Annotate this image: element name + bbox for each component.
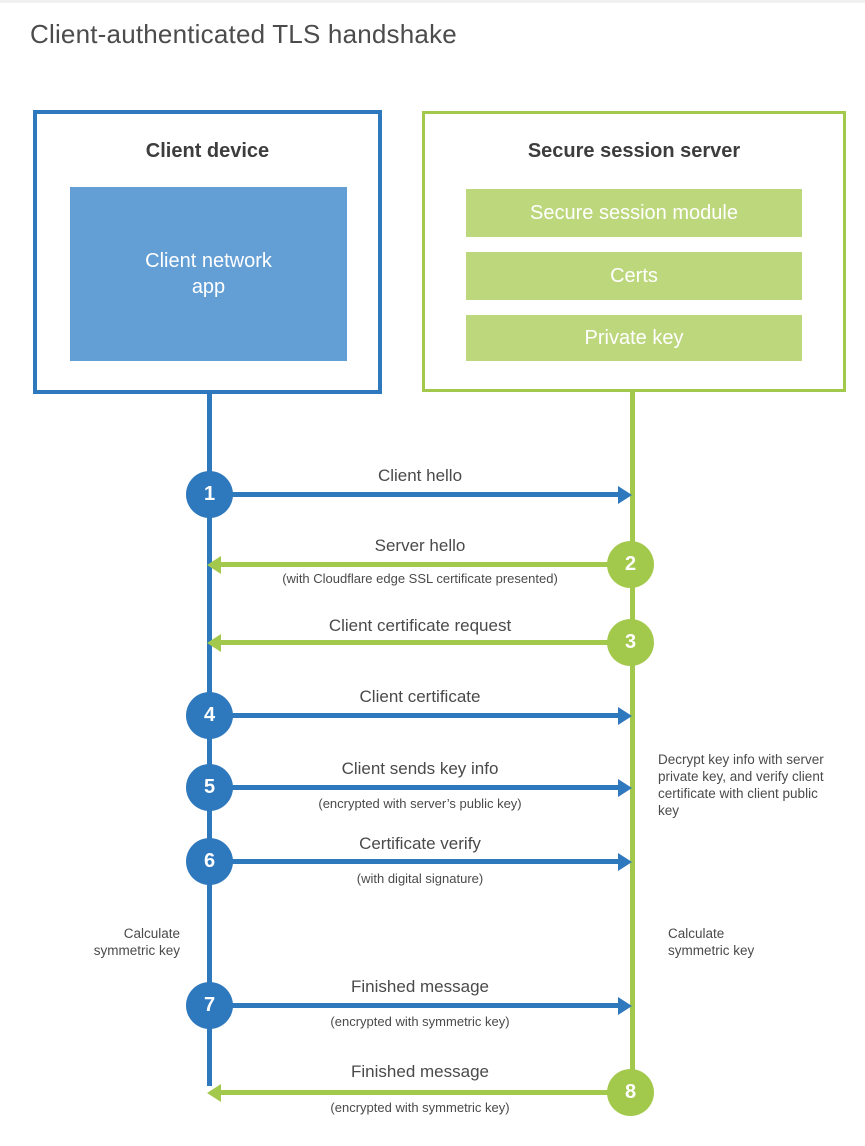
step-6-label: Certificate verify xyxy=(359,834,481,853)
step-3-arrow-left xyxy=(207,633,630,652)
step-1-number: 1 xyxy=(203,483,216,505)
step-8-sublabel: (encrypted with symmetric key) xyxy=(330,1100,510,1115)
client-network-app-label: Client network app xyxy=(145,250,272,298)
server-calc-note: Calculate symmetric key xyxy=(668,925,788,959)
step-3-label: Client certificate request xyxy=(328,616,512,635)
step-8-label: Finished message xyxy=(351,1062,489,1081)
client-calc-note-text: Calculate symmetric key xyxy=(93,926,180,958)
step-5-badge: 5 xyxy=(186,764,233,811)
step-5-number: 5 xyxy=(203,776,216,798)
step-7-badge: 7 xyxy=(186,982,233,1029)
step-6-sublabel: (with digital signature) xyxy=(356,871,484,886)
step-2-badge: 2 xyxy=(607,541,654,588)
step-4-number: 4 xyxy=(203,704,216,726)
diagram-title: Client-authenticated TLS handshake xyxy=(30,19,457,49)
step-3-number: 3 xyxy=(624,631,637,653)
step-6-badge: 6 xyxy=(186,838,233,885)
step-7-label: Finished message xyxy=(351,977,489,996)
step-8-arrow-left xyxy=(207,1083,630,1102)
step-5-sublabel: (encrypted with server’s public key) xyxy=(318,796,522,811)
step-2-label: Server hello xyxy=(374,536,466,555)
step-1-arrow-right xyxy=(209,485,632,504)
step-6-number: 6 xyxy=(203,850,216,872)
step-1-label: Client hello xyxy=(377,466,463,485)
server-lifeline xyxy=(630,389,635,1093)
server-module-certs: Certs xyxy=(466,252,802,300)
step-4-label: Client certificate xyxy=(359,687,481,706)
server-module-private-key: Private key xyxy=(466,315,802,361)
step-2-number: 2 xyxy=(624,553,637,575)
client-network-app-box: Client network app xyxy=(70,187,347,361)
step-4-arrow-right xyxy=(209,706,632,725)
step-7-number: 7 xyxy=(203,994,216,1016)
client-calc-note: Calculate symmetric key xyxy=(40,925,180,959)
step-4-badge: 4 xyxy=(186,692,233,739)
step-8-number: 8 xyxy=(624,1081,637,1103)
step-3-badge: 3 xyxy=(607,619,654,666)
step-7-sublabel: (encrypted with symmetric key) xyxy=(330,1014,510,1029)
step-5-arrow-right xyxy=(209,778,632,797)
step-7-arrow-right xyxy=(209,996,632,1015)
top-divider xyxy=(0,0,865,3)
step-2-sublabel: (with Cloudflare edge SSL certificate pr… xyxy=(282,571,558,586)
step-6-arrow-right xyxy=(209,852,632,871)
step-5-label: Client sends key info xyxy=(341,759,499,778)
client-device-title: Client device xyxy=(145,140,270,162)
step-8-badge: 8 xyxy=(607,1069,654,1116)
server-module-secure-session: Secure session module xyxy=(466,189,802,237)
step-2-arrow-left xyxy=(207,555,630,574)
step-1-badge: 1 xyxy=(186,471,233,518)
secure-session-server-title: Secure session server xyxy=(527,140,741,162)
server-decrypt-note: Decrypt key info with server private key… xyxy=(658,752,824,818)
server-calc-note-text: Calculate symmetric key xyxy=(668,926,755,958)
